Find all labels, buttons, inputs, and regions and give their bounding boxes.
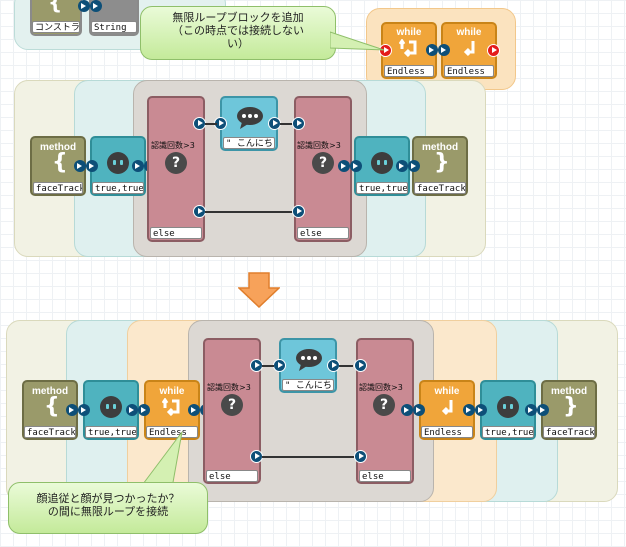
brace-open-icon: { [44,394,60,419]
loop-return-icon [463,41,475,57]
question-face-icon: ? [312,152,334,174]
connection-line [280,123,294,125]
connector-icon [525,404,551,416]
callout-add-loop: 無限ループブロックを追加 （この時点では接続しない い） [140,6,336,60]
port-icon[interactable] [327,359,340,372]
speech-bubble-icon [296,349,322,371]
condition-label: 認識回数>3 [297,141,341,150]
brace-close-icon: } [563,394,579,419]
connection-line [262,365,274,367]
connector-icon [426,44,452,56]
while-title: while [396,27,422,38]
question-face-icon: ? [221,394,243,416]
method-title: method [550,386,588,397]
while-title: while [159,386,185,397]
condition-label: 認識回数>3 [207,383,251,392]
brace-open-icon: { [52,150,68,175]
connector-icon [74,160,100,172]
down-arrow-icon [238,272,280,308]
else-label: else [297,227,349,239]
endless-label: Endless [444,65,494,77]
else-label: else [206,470,258,482]
connection-line [205,123,217,125]
question-face-icon: ? [373,394,395,416]
string-label: String [91,21,137,33]
condition-label: 認識回数>3 [359,383,403,392]
connector-icon [463,404,489,416]
constructor-label: コンストラ [32,21,80,33]
connector-icon [401,404,427,416]
question-face-icon: ? [165,152,187,174]
loop-return-icon [441,400,453,416]
callout-line: 無限ループブロックを追加 [172,11,304,24]
callout-connect-loop: 顔追従と顔が見つかったか？ の間に無限ループを接続 [8,482,208,534]
brace-close-icon: } [434,150,450,175]
true-args-label: true,true, [92,182,144,194]
face-icon [100,396,122,418]
loop-return-icon [399,39,417,57]
speech-bubble-icon [237,107,263,129]
say-label: " こんにち [223,137,275,149]
brace-open-icon: { [48,0,63,14]
true-args-label: true,true, [482,426,534,438]
port-icon[interactable] [292,117,305,130]
connector-icon [78,0,104,12]
condition-label: 認識回数>3 [151,141,195,150]
connector-icon [396,160,422,172]
callout-pointer [330,31,385,51]
method-title: method [39,142,77,153]
face-tracking-label: faceTracki [414,182,466,194]
face-icon [107,152,129,174]
face-icon [371,152,393,174]
callout-line: （この時点では接続しない [172,24,304,37]
method-title: method [31,386,69,397]
say-label: " こんにち [282,379,334,391]
else-label: else [150,227,202,239]
callout-pointer [139,431,183,489]
port-icon[interactable] [292,205,305,218]
face-tracking-label: faceTracki [543,426,595,438]
callout-line: い） [227,37,249,50]
connection-line [339,365,353,367]
port-icon[interactable] [354,450,367,463]
endless-label: Endless [146,426,198,438]
endless-label: Endless [421,426,473,438]
while-title: while [456,27,482,38]
connection-line [205,211,295,213]
else-label: else [359,470,411,482]
connector-icon [126,404,152,416]
method-title: method [421,142,459,153]
true-args-label: true,true, [85,426,137,438]
red-port-icon[interactable] [379,44,392,57]
port-icon[interactable] [273,359,286,372]
connection-line [262,456,354,458]
true-args-label: true,true, [356,182,408,194]
face-tracking-label: faceTracki [33,182,83,194]
red-port-icon[interactable] [487,44,500,57]
connector-icon [338,160,364,172]
port-icon[interactable] [354,359,367,372]
endless-label: Endless [384,65,434,77]
face-tracking-label: faceTracki [24,426,76,438]
face-icon [497,396,519,418]
loop-return-icon [162,398,180,416]
while-title: while [434,386,460,397]
callout-line: の間に無限ループを接続 [47,505,169,518]
callout-line: 顔追従と顔が見つかったか？ [36,492,180,505]
connector-icon [66,404,92,416]
